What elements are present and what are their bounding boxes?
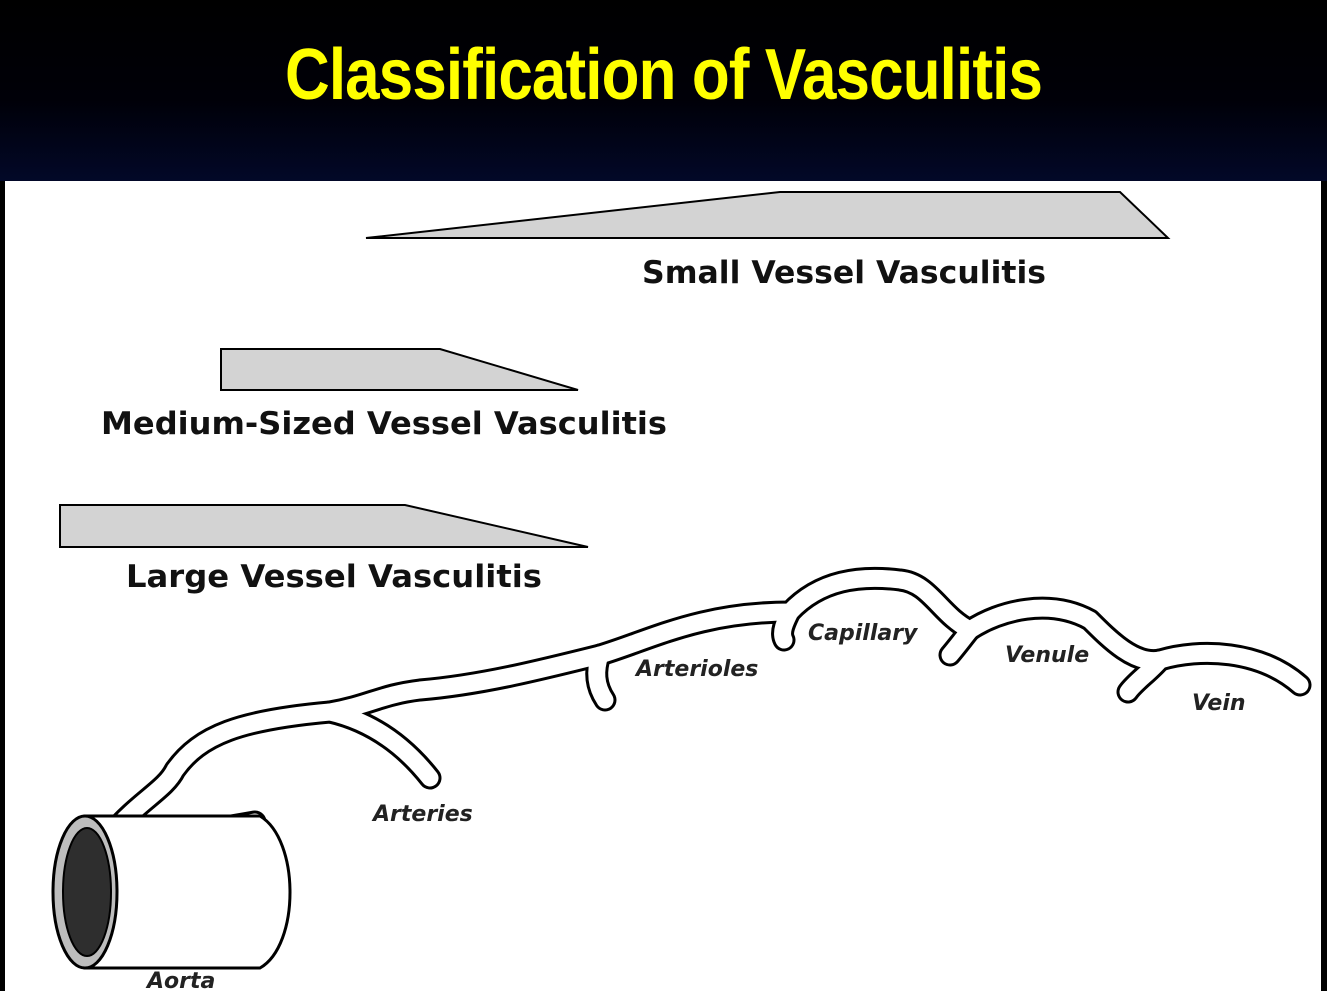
vessel-tree bbox=[110, 578, 1300, 836]
small-vessel-label: Small Vessel Vasculitis bbox=[642, 255, 1046, 291]
large-vessel-label: Large Vessel Vasculitis bbox=[126, 559, 542, 595]
vein-label: Vein bbox=[1192, 691, 1246, 716]
aorta-label: Aorta bbox=[145, 969, 215, 991]
aorta-cylinder bbox=[53, 816, 290, 968]
large-vessel-bar bbox=[60, 505, 588, 547]
small-vessel-bar bbox=[366, 192, 1168, 238]
aorta-lumen bbox=[63, 828, 111, 956]
arterioles-label: Arterioles bbox=[634, 657, 758, 682]
medium-vessel-bar bbox=[221, 349, 578, 390]
capillary-label: Capillary bbox=[808, 621, 919, 646]
medium-vessel-label: Medium-Sized Vessel Vasculitis bbox=[101, 406, 667, 442]
venule-label: Venule bbox=[1005, 643, 1089, 668]
arteries-label: Arteries bbox=[371, 802, 473, 827]
